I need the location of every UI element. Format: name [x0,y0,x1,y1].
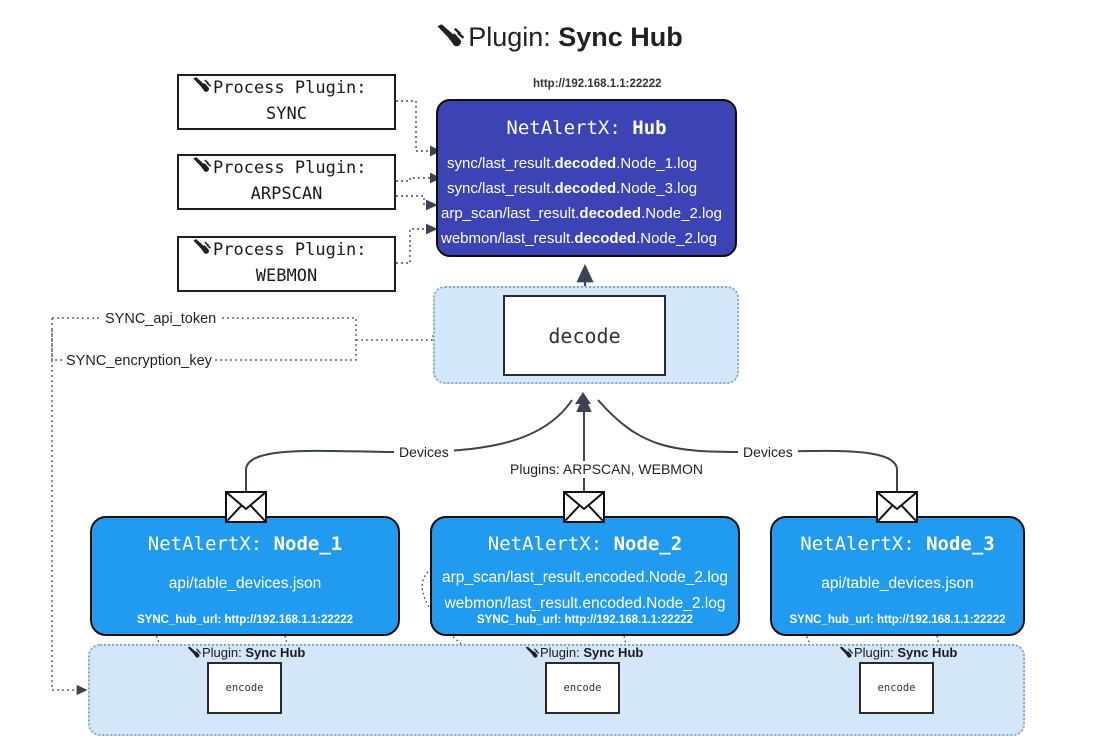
node-line-list: api/table_devices.json [92,571,398,597]
edge-label-plugins-center: Plugins: ARPSCAN, WEBMON [505,461,708,478]
log-em: decoded [579,205,642,222]
node-footer: SYNC_hub_url: http://192.168.1.1:22222 [789,614,1006,626]
caption-name: Sync Hub [897,645,958,660]
encode-label: encode [563,682,602,694]
node-line-list: arp_scan/last_result.encoded.Node_2.log … [432,565,738,617]
process-plugin-name: ARPSCAN [250,183,323,204]
log-em: decoded [554,180,617,197]
caption-prefix: Plugin: [202,645,246,660]
edge-label-devices-left: Devices [394,444,454,461]
node-line: api/table_devices.json [821,575,974,592]
hub-title-name: Hub [632,117,667,139]
plug-icon [186,646,202,663]
envelope-icon [876,491,918,523]
decode-box[interactable]: decode [503,295,666,376]
log-em: decoded [574,230,637,247]
process-plugin-box-sync[interactable]: Process Plugin: SYNC [177,74,396,130]
log-post: .Node_2.log [636,230,717,247]
process-plugin-label: Process Plugin: [213,78,367,98]
edge-label-devices-right: Devices [738,444,798,461]
node-line: arp_scan/last_result.encoded.Node_2.log [441,569,729,586]
node-box-node-3[interactable]: NetAlertX: Node_3 api/table_devices.json… [770,516,1025,636]
node-title: NetAlertX: Node_1 [92,533,398,555]
process-plugin-box-webmon[interactable]: Process Plugin: WEBMON [177,236,396,292]
log-pre: arp_scan/last_result. [441,205,580,222]
hub-url-label: http://192.168.1.1:22222 [533,78,662,90]
plug-icon [191,76,212,102]
envelope-icon [563,491,605,523]
config-encryption-key-label: SYNC_encryption_key [63,352,215,370]
encode-box-node-3[interactable]: encode [859,662,934,714]
log-pre: sync/last_result. [447,155,555,172]
log-post: .Node_2.log [641,205,722,222]
page-title-prefix: Plugin: [468,22,559,52]
caption-name: Sync Hub [245,645,306,660]
hub-title-prefix: NetAlertX: [506,117,633,139]
process-plugin-label: Process Plugin: [213,240,367,260]
node-title-prefix: NetAlertX: [487,533,614,555]
node-title-prefix: NetAlertX: [800,533,927,555]
node-title-name: Node_2 [613,533,683,555]
node-line-list: api/table_devices.json [772,571,1023,597]
log-post: .Node_1.log [616,155,698,172]
log-em: decoded [554,155,617,172]
hub-log-list: sync/last_result.decoded.Node_1.log sync… [438,151,735,251]
caption-prefix: Plugin: [540,645,584,660]
encode-plugin-caption: Plugin: Sync Hub [838,645,957,663]
caption-name: Sync Hub [583,645,644,660]
plug-icon [524,646,540,663]
page-title-name: Sync Hub [558,22,683,52]
hub-title: NetAlertX: Hub [438,117,735,139]
plug-icon [838,646,854,663]
process-plugin-line1-row: Process Plugin: [183,76,390,102]
node-footer: SYNC_hub_url: http://192.168.1.1:22222 [476,614,694,626]
plug-icon [434,19,465,61]
caption-prefix: Plugin: [854,645,898,660]
process-plugin-name: SYNC [266,103,307,124]
node-footer: SYNC_hub_url: http://192.168.1.1:22222 [136,614,354,626]
node-title-prefix: NetAlertX: [147,533,274,555]
node-box-node-1[interactable]: NetAlertX: Node_1 api/table_devices.json… [90,516,400,636]
log-pre: webmon/last_result. [441,230,575,247]
process-plugin-line1-row: Process Plugin: [183,238,390,264]
hub-box[interactable]: NetAlertX: Hub sync/last_result.decoded.… [436,99,737,257]
node-title: NetAlertX: Node_3 [772,533,1023,555]
process-plugin-name: WEBMON [255,265,318,286]
decode-label: decode [548,323,621,348]
hub-log-line: webmon/last_result.decoded.Node_2.log [441,226,735,251]
config-api-token-label: SYNC_api_token [102,310,220,328]
encode-box-node-1[interactable]: encode [207,662,282,714]
encode-box-node-2[interactable]: encode [545,662,620,714]
process-plugin-box-arpscan[interactable]: Process Plugin: ARPSCAN [177,154,396,210]
node-box-node-2[interactable]: NetAlertX: Node_2 arp_scan/last_result.e… [430,516,740,636]
plug-icon [191,238,212,264]
process-plugin-line1-row: Process Plugin: [183,156,390,182]
log-pre: sync/last_result. [447,180,555,197]
hub-log-line: sync/last_result.decoded.Node_3.log [447,176,735,201]
log-post: .Node_3.log [616,180,698,197]
hub-log-line: arp_scan/last_result.decoded.Node_2.log [441,201,735,226]
node-title: NetAlertX: Node_2 [432,533,738,555]
hub-log-line: sync/last_result.decoded.Node_1.log [447,151,735,176]
encode-plugin-caption: Plugin: Sync Hub [524,645,643,663]
encode-plugin-caption: Plugin: Sync Hub [186,645,305,663]
node-title-name: Node_1 [273,533,343,555]
node-title-name: Node_3 [926,533,995,555]
node-line: api/table_devices.json [168,575,322,592]
plug-icon [191,156,212,182]
encode-label: encode [225,682,264,694]
encode-label: encode [877,682,916,694]
envelope-icon [225,491,267,523]
process-plugin-label: Process Plugin: [213,158,367,178]
page-title: Plugin: Sync Hub [0,16,1117,61]
